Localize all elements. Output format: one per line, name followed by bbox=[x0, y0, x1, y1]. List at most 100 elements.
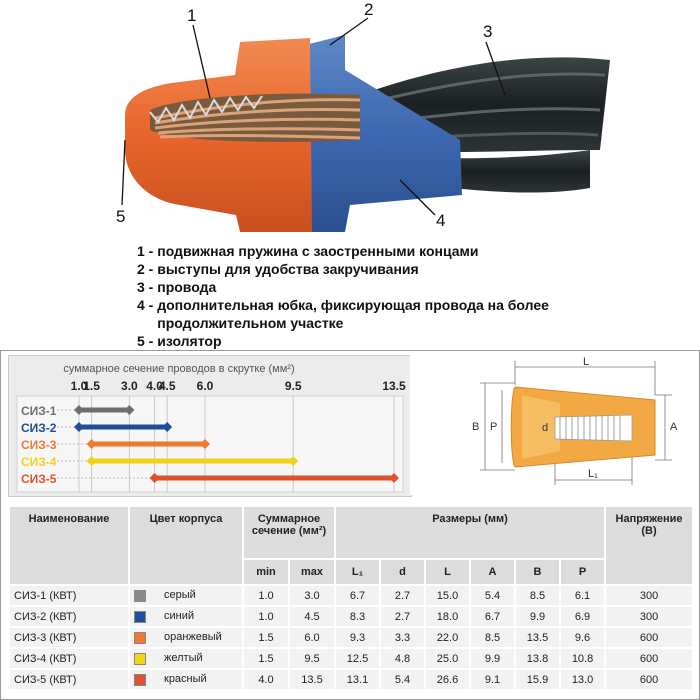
series-label: СИЗ-2 bbox=[21, 421, 57, 435]
cell-max: 3.0 bbox=[290, 586, 335, 605]
legend-item: 3 - провода bbox=[137, 279, 217, 295]
subheader-p: P bbox=[561, 560, 605, 584]
cell-color: серый bbox=[130, 586, 242, 605]
cell-voltage: 600 bbox=[606, 649, 693, 668]
cell-a: 6.7 bbox=[471, 607, 515, 626]
cell-max: 9.5 bbox=[290, 649, 335, 668]
cell-p: 6.9 bbox=[561, 607, 605, 626]
cell-b: 15.9 bbox=[516, 670, 560, 689]
cell-l1: 13.1 bbox=[336, 670, 380, 689]
header-voltage: Напряжение (В) bbox=[606, 507, 693, 584]
legend: 1 - подвижная пружина с заостренными кон… bbox=[137, 242, 607, 350]
cell-color: красный bbox=[130, 670, 242, 689]
range-min-marker bbox=[86, 456, 97, 466]
table-row: СИЗ-3 (КВТ) оранжевый 1.5 6.0 9.3 3.3 22… bbox=[10, 628, 693, 647]
cell-min: 1.0 bbox=[244, 607, 288, 626]
cell-name: СИЗ-3 (КВТ) bbox=[10, 628, 128, 647]
legend-item: 1 - подвижная пружина с заостренными кон… bbox=[137, 243, 479, 259]
cell-l1: 12.5 bbox=[336, 649, 380, 668]
table-row: СИЗ-5 (КВТ) красный 4.0 13.5 13.1 5.4 26… bbox=[10, 670, 693, 689]
subheader-min: min bbox=[244, 560, 288, 584]
cell-d: 5.4 bbox=[381, 670, 425, 689]
header-name: Наименование bbox=[10, 507, 128, 584]
leader-lines bbox=[121, 17, 506, 216]
callout-5: 5 bbox=[116, 207, 126, 226]
tick-label: 9.5 bbox=[285, 379, 302, 393]
cell-a: 8.5 bbox=[471, 628, 515, 647]
cell-l1: 8.3 bbox=[336, 607, 380, 626]
cell-d: 4.8 bbox=[381, 649, 425, 668]
dim-L1: L₁ bbox=[588, 468, 598, 480]
range-chart: суммарное сечение проводов в скрутке (мм… bbox=[16, 363, 406, 493]
range-chart-panel: суммарное сечение проводов в скрутке (мм… bbox=[8, 355, 412, 497]
cell-l: 22.0 bbox=[426, 628, 470, 647]
range-min-marker bbox=[86, 439, 97, 449]
subheader-d: d bbox=[381, 560, 425, 584]
spring bbox=[149, 95, 263, 124]
cell-color: оранжевый bbox=[130, 628, 242, 647]
cell-b: 13.8 bbox=[516, 649, 560, 668]
series-label: СИЗ-3 bbox=[21, 438, 57, 452]
legend-item: 4 - дополнительная юбка, фиксирующая про… bbox=[137, 297, 549, 331]
tick-label: 4.0 bbox=[146, 379, 163, 393]
cell-voltage: 600 bbox=[606, 628, 693, 647]
color-swatch bbox=[134, 610, 146, 623]
cell-a: 5.4 bbox=[471, 586, 515, 605]
series-label: СИЗ-1 bbox=[21, 404, 57, 418]
series-label: СИЗ-4 bbox=[21, 455, 57, 469]
copper-strands bbox=[154, 98, 361, 140]
dim-A: A bbox=[670, 421, 678, 433]
color-swatch bbox=[134, 589, 146, 602]
callout-1: 1 bbox=[187, 6, 197, 25]
series-label: СИЗ-5 bbox=[21, 472, 57, 486]
legend-item: 2 - выступы для удобства закручивания bbox=[137, 261, 419, 277]
range-max-marker bbox=[124, 405, 135, 415]
cell-p: 6.1 bbox=[561, 586, 605, 605]
cell-voltage: 300 bbox=[606, 607, 693, 626]
cell-l1: 6.7 bbox=[336, 586, 380, 605]
subheader-l: L bbox=[426, 560, 470, 584]
cell-l: 25.0 bbox=[426, 649, 470, 668]
range-max-marker bbox=[200, 439, 210, 449]
cell-min: 4.0 bbox=[244, 670, 288, 689]
spec-table: Наименование Цвет корпуса Суммарное сече… bbox=[8, 505, 694, 691]
dimension-svg: L B P d A L₁ bbox=[472, 356, 678, 485]
dim-P: P bbox=[490, 421, 497, 433]
cell-max: 6.0 bbox=[290, 628, 335, 647]
dim-d: d bbox=[542, 422, 548, 434]
cell-p: 10.8 bbox=[561, 649, 605, 668]
cell-d: 2.7 bbox=[381, 607, 425, 626]
color-swatch bbox=[134, 631, 146, 644]
range-max-marker bbox=[389, 473, 399, 483]
blue-skirt bbox=[305, 35, 462, 232]
cell-name: СИЗ-4 (КВТ) bbox=[10, 649, 128, 668]
range-min-marker bbox=[149, 473, 160, 483]
cell-p: 13.0 bbox=[561, 670, 605, 689]
cell-l1: 9.3 bbox=[336, 628, 380, 647]
subheader-l1: L₁ bbox=[336, 560, 380, 584]
subheader-max: max bbox=[290, 560, 335, 584]
table-row: СИЗ-1 (КВТ) серый 1.0 3.0 6.7 2.7 15.0 5… bbox=[10, 586, 693, 605]
tick-label: 6.0 bbox=[197, 379, 214, 393]
connector-illustration bbox=[121, 17, 610, 232]
cell-l: 26.6 bbox=[426, 670, 470, 689]
callout-3: 3 bbox=[483, 22, 493, 41]
cell-max: 13.5 bbox=[290, 670, 335, 689]
cell-b: 8.5 bbox=[516, 586, 560, 605]
header-sizes: Размеры (мм) bbox=[336, 507, 605, 558]
cell-name: СИЗ-1 (КВТ) bbox=[10, 586, 128, 605]
cell-min: 1.0 bbox=[244, 586, 288, 605]
cell-voltage: 600 bbox=[606, 670, 693, 689]
cell-color: желтый bbox=[130, 649, 242, 668]
range-min-marker bbox=[74, 422, 84, 432]
chart-title: суммарное сечение проводов в скрутке (мм… bbox=[63, 363, 294, 375]
cell-color: синий bbox=[130, 607, 242, 626]
subheader-b: B bbox=[516, 560, 560, 584]
dim-B: B bbox=[472, 421, 479, 433]
subheader-a: A bbox=[471, 560, 515, 584]
cell-max: 4.5 bbox=[290, 607, 335, 626]
cell-b: 13.5 bbox=[516, 628, 560, 647]
cell-voltage: 300 bbox=[606, 586, 693, 605]
header-color: Цвет корпуса bbox=[130, 507, 242, 584]
cell-l: 15.0 bbox=[426, 586, 470, 605]
